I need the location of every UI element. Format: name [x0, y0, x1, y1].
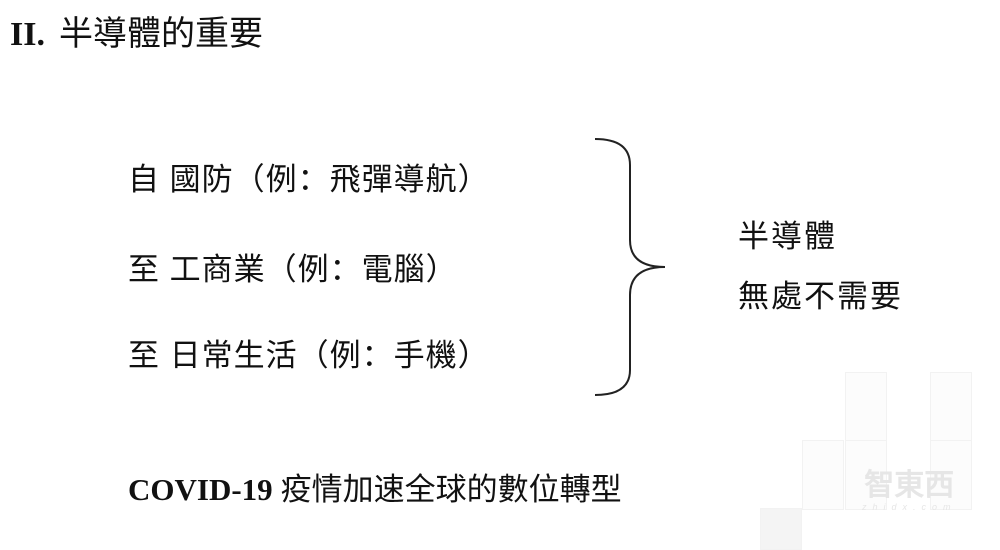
right-brace-icon — [594, 138, 666, 396]
slide-title: II. 半導體的重要 — [10, 12, 263, 57]
title-number: II. — [10, 16, 45, 53]
list-item: 自 國防（例：飛彈導航） — [128, 162, 490, 197]
watermark-logo: 智東西 — [864, 469, 955, 502]
list-item: 至 工商業（例：電腦） — [128, 252, 458, 287]
watermark: 智東西 zhidx.com — [862, 469, 957, 513]
covid-label: COVID-19 — [128, 472, 273, 507]
conclusion-line: 半導體 — [738, 219, 837, 254]
statement-text: 疫情加速全球的數位轉型 — [280, 472, 622, 507]
conclusion-line: 無處不需要 — [738, 279, 903, 314]
watermark-url: zhidx.com — [862, 502, 957, 512]
list-item: 至 日常生活（例：手機） — [128, 338, 490, 373]
title-text: 半導體的重要 — [58, 15, 263, 53]
